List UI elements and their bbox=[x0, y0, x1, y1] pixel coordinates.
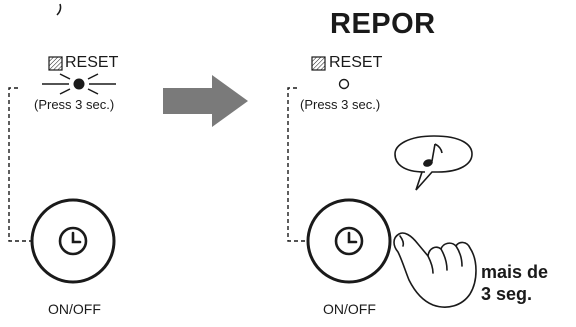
music-note-speech-bubble-icon bbox=[394, 135, 473, 191]
press-note-right: (Press 3 sec.) bbox=[300, 97, 381, 112]
led-blinking-icon bbox=[42, 73, 116, 95]
hold-duration-note: mais de 3 seg. bbox=[481, 261, 548, 305]
power-button-right bbox=[306, 198, 392, 284]
reset-indicator-icon bbox=[48, 56, 63, 71]
hold-line-1: mais de bbox=[481, 262, 549, 282]
link-bracket-left bbox=[8, 87, 36, 242]
reset-indicator-icon bbox=[311, 56, 326, 71]
hold-line-2: 3 seg. bbox=[481, 284, 533, 304]
led-off-icon bbox=[338, 78, 350, 90]
reset-label-right: RESET bbox=[329, 54, 383, 71]
on-off-label-left: ON/OFF bbox=[48, 301, 101, 317]
top-left-fragment bbox=[56, 3, 62, 16]
link-bracket-right bbox=[287, 87, 312, 242]
right-arrow-icon bbox=[163, 75, 248, 127]
pressing-hand-icon bbox=[393, 232, 477, 308]
press-note-left: (Press 3 sec.) bbox=[34, 97, 115, 112]
power-button-left bbox=[30, 198, 116, 284]
reset-label-left: RESET bbox=[65, 54, 119, 71]
page-title: REPOR bbox=[330, 8, 436, 40]
on-off-label-right: ON/OFF bbox=[323, 301, 376, 317]
